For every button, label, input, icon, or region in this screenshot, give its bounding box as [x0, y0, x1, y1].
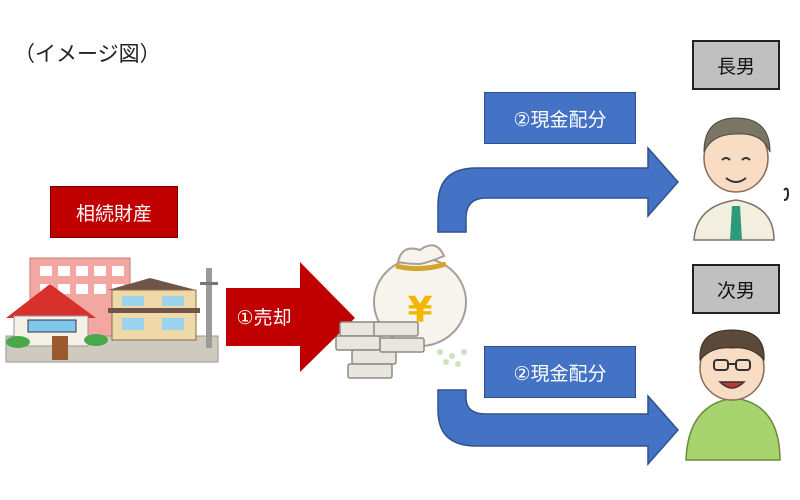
second-son-illustration — [685, 329, 781, 461]
second-son-label: 次男 — [692, 264, 780, 314]
money-bag-illustration — [335, 244, 467, 379]
arrow-to-eldest-son — [437, 146, 680, 233]
sale-label: ①売却 — [236, 306, 292, 329]
cash-distribution-label-bottom: ②現金配分 — [484, 346, 636, 398]
diagram-caption: （イメージ図） — [14, 42, 161, 66]
eldest-son-illustration — [693, 117, 790, 241]
arrow-to-second-son — [437, 389, 680, 466]
property-illustration — [5, 257, 219, 363]
cash-distribution-label-top: ②現金配分 — [484, 92, 636, 144]
sale-arrow — [226, 262, 355, 372]
eldest-son-label: 長男 — [692, 40, 780, 90]
inherited-assets-label: 相続財産 — [50, 186, 178, 238]
yen-icon: ¥ — [407, 290, 432, 331]
